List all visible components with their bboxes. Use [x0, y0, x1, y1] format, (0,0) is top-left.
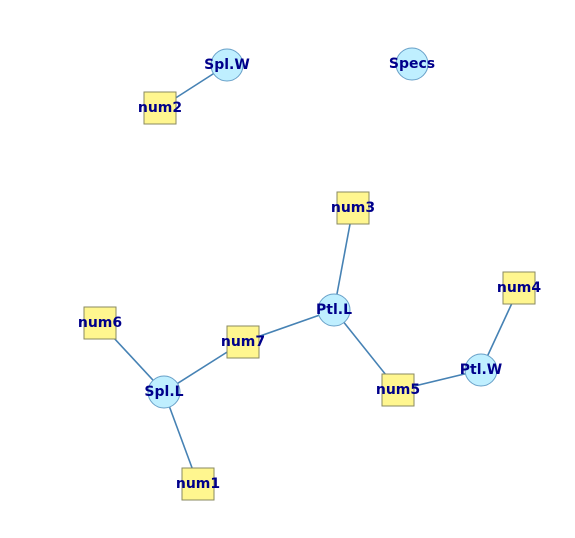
node-label: Ptl.L [316, 302, 352, 318]
node-label: Spl.L [144, 384, 183, 400]
node-label: Ptl.W [460, 362, 503, 378]
node-num3[interactable]: num3 [331, 191, 375, 225]
node-Spl.L[interactable]: Spl.L [144, 375, 184, 409]
factor-node-square [336, 191, 370, 225]
node-label: num7 [221, 334, 265, 350]
edge-num3-Ptl.L [333, 207, 354, 311]
node-label: num6 [78, 315, 122, 331]
node-label: num1 [176, 476, 220, 492]
factor-node-square [502, 271, 536, 305]
variable-node-circle [464, 353, 498, 387]
node-label: Specs [389, 56, 435, 72]
node-label: num3 [331, 200, 375, 216]
factor-node-square [226, 325, 260, 359]
node-label: num5 [376, 382, 420, 398]
node-label: num4 [497, 280, 542, 296]
variable-node-circle [147, 375, 181, 409]
node-label: num2 [138, 100, 182, 116]
node-num5[interactable]: num5 [376, 373, 420, 407]
node-label: Spl.W [204, 57, 250, 73]
variable-node-circle [210, 48, 244, 82]
node-num4[interactable]: num4 [497, 271, 542, 305]
node-Ptl.W[interactable]: Ptl.W [460, 353, 503, 387]
node-Spl.W[interactable]: Spl.W [204, 48, 250, 82]
node-num7[interactable]: num7 [221, 325, 265, 359]
node-Ptl.L[interactable]: Ptl.L [316, 293, 352, 327]
node-num2[interactable]: num2 [138, 91, 182, 125]
factor-node-square [143, 91, 177, 125]
edge-layer [99, 64, 520, 485]
variable-node-circle [317, 293, 351, 327]
node-num6[interactable]: num6 [78, 306, 122, 340]
variable-node-circle [395, 47, 429, 81]
factor-node-square [181, 467, 215, 501]
factor-node-square [381, 373, 415, 407]
node-num1[interactable]: num1 [176, 467, 220, 501]
factor-node-square [83, 306, 117, 340]
node-Specs[interactable]: Specs [389, 47, 435, 81]
